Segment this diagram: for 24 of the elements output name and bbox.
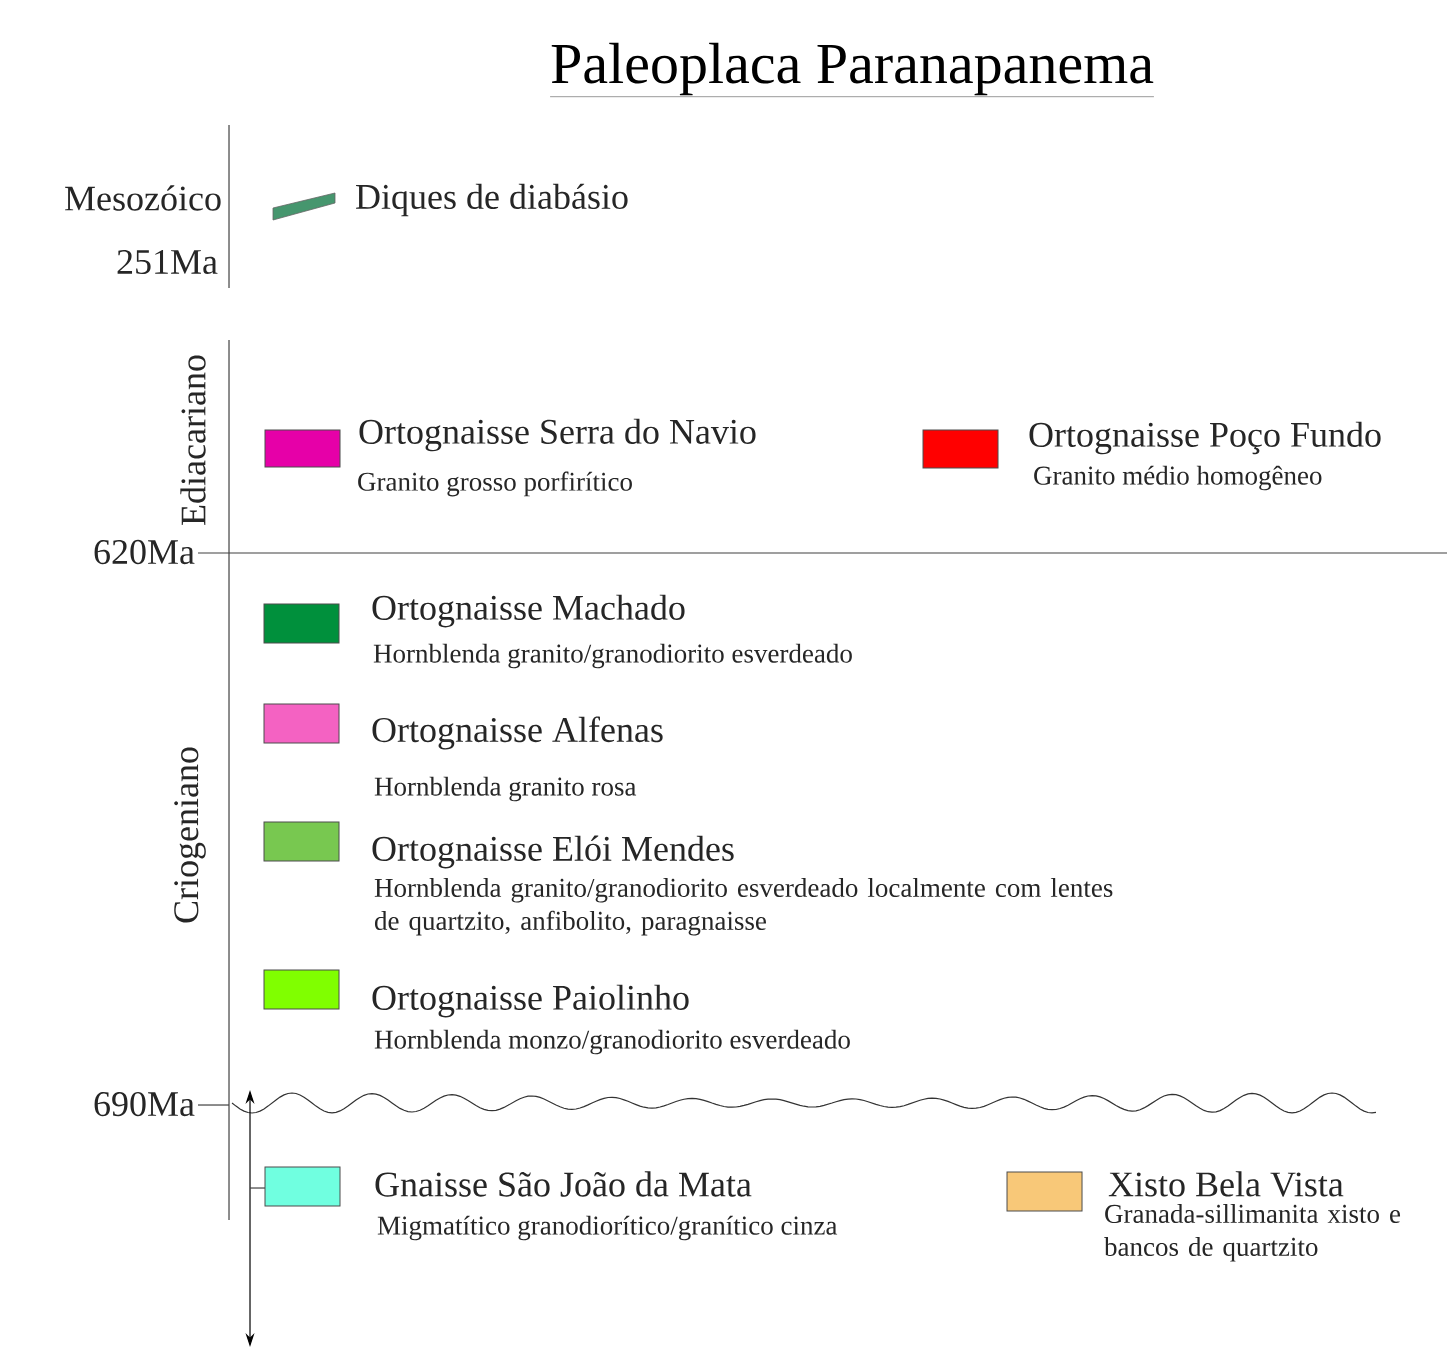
legend-label: Gnaisse São João da Mata: [375, 1171, 752, 1197]
title: Paleoplaca Paranapanema: [549, 42, 1155, 97]
age-label: 690Ma: [94, 1091, 195, 1117]
legend-label: Ortognaisse Machado: [372, 594, 685, 628]
legend-label: Ortognaisse Poço Fundo: [1029, 421, 1381, 455]
description-text: Granito grosso porfirítico: [358, 471, 632, 497]
description-text: Hornblenda monzo/granodiorito esverdeado: [374, 1029, 850, 1055]
legend-label: Xisto Bela Vista: [1108, 1171, 1344, 1197]
age-label: 251Ma: [117, 249, 218, 275]
age-label: 620Ma: [94, 539, 195, 565]
description-text: Hornblenda granito/granodiorito esverdeado: [373, 643, 852, 669]
legend-label: Ortognaisse Alfenas: [372, 716, 663, 750]
legend-label: Diques de diabásio: [356, 183, 628, 217]
description-text: Hornblenda granito rosa: [374, 776, 637, 802]
period-label: Criogeniano: [174, 747, 206, 923]
description-text: Granito médio homogêneo: [1034, 465, 1322, 491]
description-text: Hornblenda granito/granodiorito esverdeado localmente com lentes de quartzito, anfibolito, paragnaisse: [374, 878, 1113, 936]
age-label: Mesozóico: [65, 185, 221, 211]
legend-label: Ortognaisse Paiolinho: [372, 984, 689, 1018]
description-text: Granada-sillimanita xisto e bancos de quartzito: [1104, 1204, 1401, 1262]
description-text: Migmatítico granodiorítico/granítico cinza: [377, 1215, 838, 1241]
legend-label: Ortognaisse Serra do Navio: [359, 418, 756, 452]
legend-label: Ortognaisse Elói Mendes: [372, 835, 734, 869]
period-label: Ediacariano: [180, 355, 206, 525]
